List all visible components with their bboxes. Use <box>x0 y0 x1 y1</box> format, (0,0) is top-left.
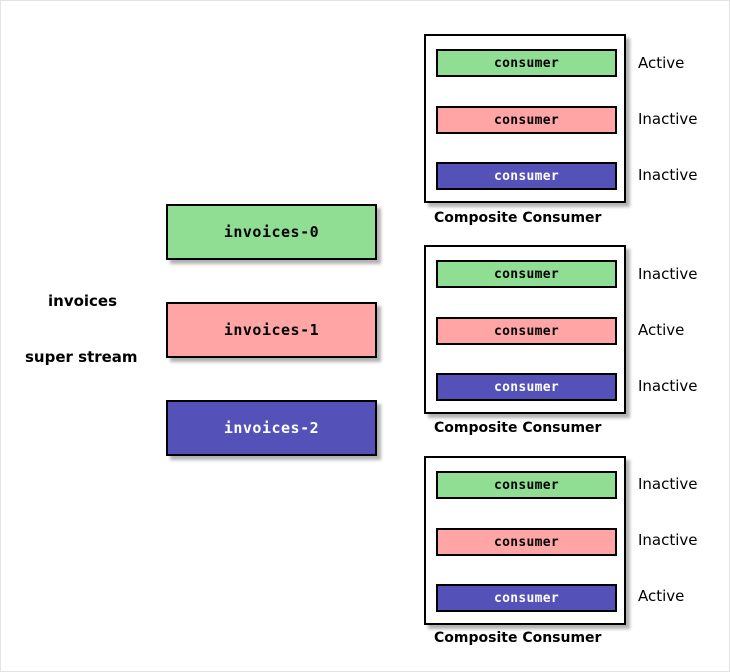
super-stream-name: invoices <box>48 292 118 310</box>
partition-box-invoices-1: invoices-1 <box>166 302 377 358</box>
composite-consumer-group: consumer consumer consumer <box>424 245 626 414</box>
composite-consumer-group: consumer consumer consumer <box>424 34 626 203</box>
consumer-box: consumer <box>436 584 617 612</box>
consumer-box: consumer <box>436 106 617 134</box>
consumer-box: consumer <box>436 49 617 77</box>
consumer-label: consumer <box>493 323 559 339</box>
consumer-status: Active <box>638 587 685 605</box>
partition-box-invoices-0: invoices-0 <box>166 204 377 260</box>
consumer-box: consumer <box>436 260 617 288</box>
composite-consumer-group: consumer consumer consumer <box>424 456 626 625</box>
consumer-status: Inactive <box>638 531 698 549</box>
consumer-label: consumer <box>493 55 559 71</box>
partition-box-invoices-2: invoices-2 <box>166 400 377 456</box>
composite-consumer-caption: Composite Consumer <box>434 630 602 646</box>
consumer-status: Inactive <box>638 166 698 184</box>
consumer-status: Active <box>638 54 685 72</box>
composite-consumer-caption: Composite Consumer <box>434 210 602 226</box>
partition-label: invoices-2 <box>223 419 320 437</box>
partition-label: invoices-1 <box>223 321 320 339</box>
consumer-status: Active <box>638 321 685 339</box>
consumer-box: consumer <box>436 528 617 556</box>
consumer-label: consumer <box>493 477 559 493</box>
consumer-label: consumer <box>493 379 559 395</box>
consumer-label: consumer <box>493 266 559 282</box>
consumer-label: consumer <box>493 534 559 550</box>
consumer-status: Inactive <box>638 377 698 395</box>
consumer-label: consumer <box>493 168 559 184</box>
consumer-label: consumer <box>493 590 559 606</box>
consumer-box: consumer <box>436 471 617 499</box>
consumer-box: consumer <box>436 162 617 190</box>
super-stream-subtitle: super stream <box>25 348 138 366</box>
consumer-status: Inactive <box>638 265 698 283</box>
consumer-box: consumer <box>436 373 617 401</box>
consumer-label: consumer <box>493 112 559 128</box>
composite-consumer-caption: Composite Consumer <box>434 420 602 436</box>
consumer-box: consumer <box>436 317 617 345</box>
partition-label: invoices-0 <box>223 223 320 241</box>
consumer-status: Inactive <box>638 475 698 493</box>
consumer-status: Inactive <box>638 110 698 128</box>
